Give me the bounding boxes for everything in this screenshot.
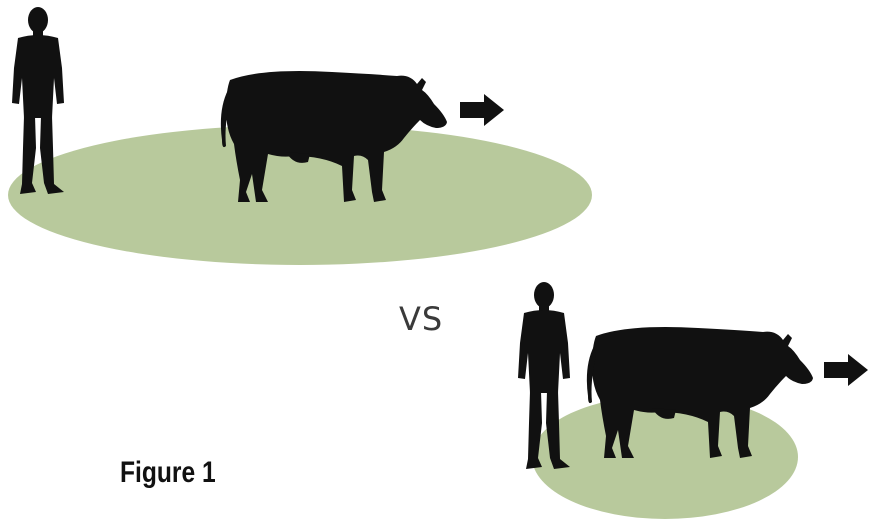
arrow-right-icon [460,94,504,126]
small-flight-zone-panel [518,282,868,519]
figure-caption: Figure 1 [120,456,216,490]
large-flight-zone-panel [8,7,592,265]
comparison-label: VS [399,300,443,338]
arrow-right-icon [824,354,868,386]
